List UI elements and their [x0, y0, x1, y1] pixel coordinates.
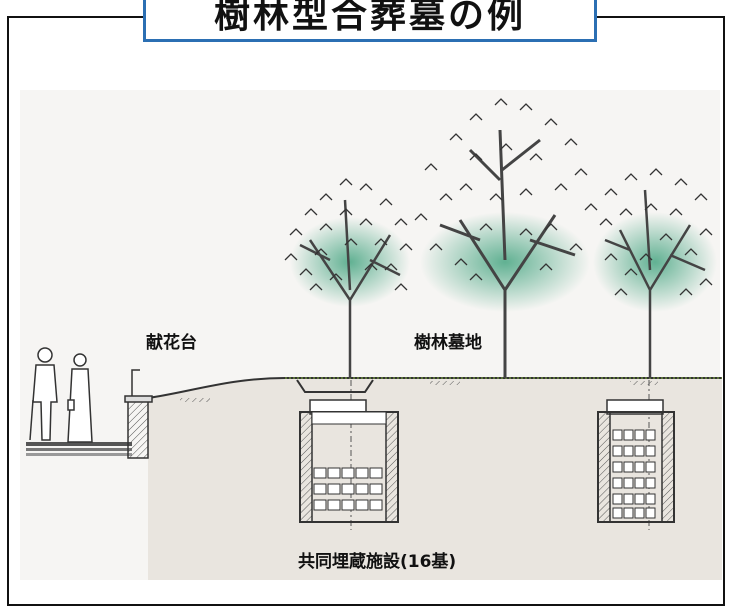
label-shared-burial-facility: 共同埋蔵施設(16基) — [298, 552, 457, 572]
burial-facility-left — [296, 379, 399, 530]
diagram-title: 樹林型合葬墓の例 — [213, 0, 526, 36]
ground-soil — [148, 378, 722, 580]
title-banner: 樹林型合葬墓の例 — [143, 0, 597, 42]
burial-facility-right — [597, 380, 675, 530]
label-offering-stand: 献花台 — [146, 333, 197, 353]
tree-right — [593, 168, 717, 378]
tree-left — [284, 178, 413, 378]
visitor-figures — [29, 347, 93, 443]
tree-center — [414, 98, 598, 378]
offering-stand-structure — [124, 369, 153, 459]
ground-surface-line — [147, 377, 722, 399]
label-tree-forest-grave: 樹林墓地 — [414, 333, 482, 353]
